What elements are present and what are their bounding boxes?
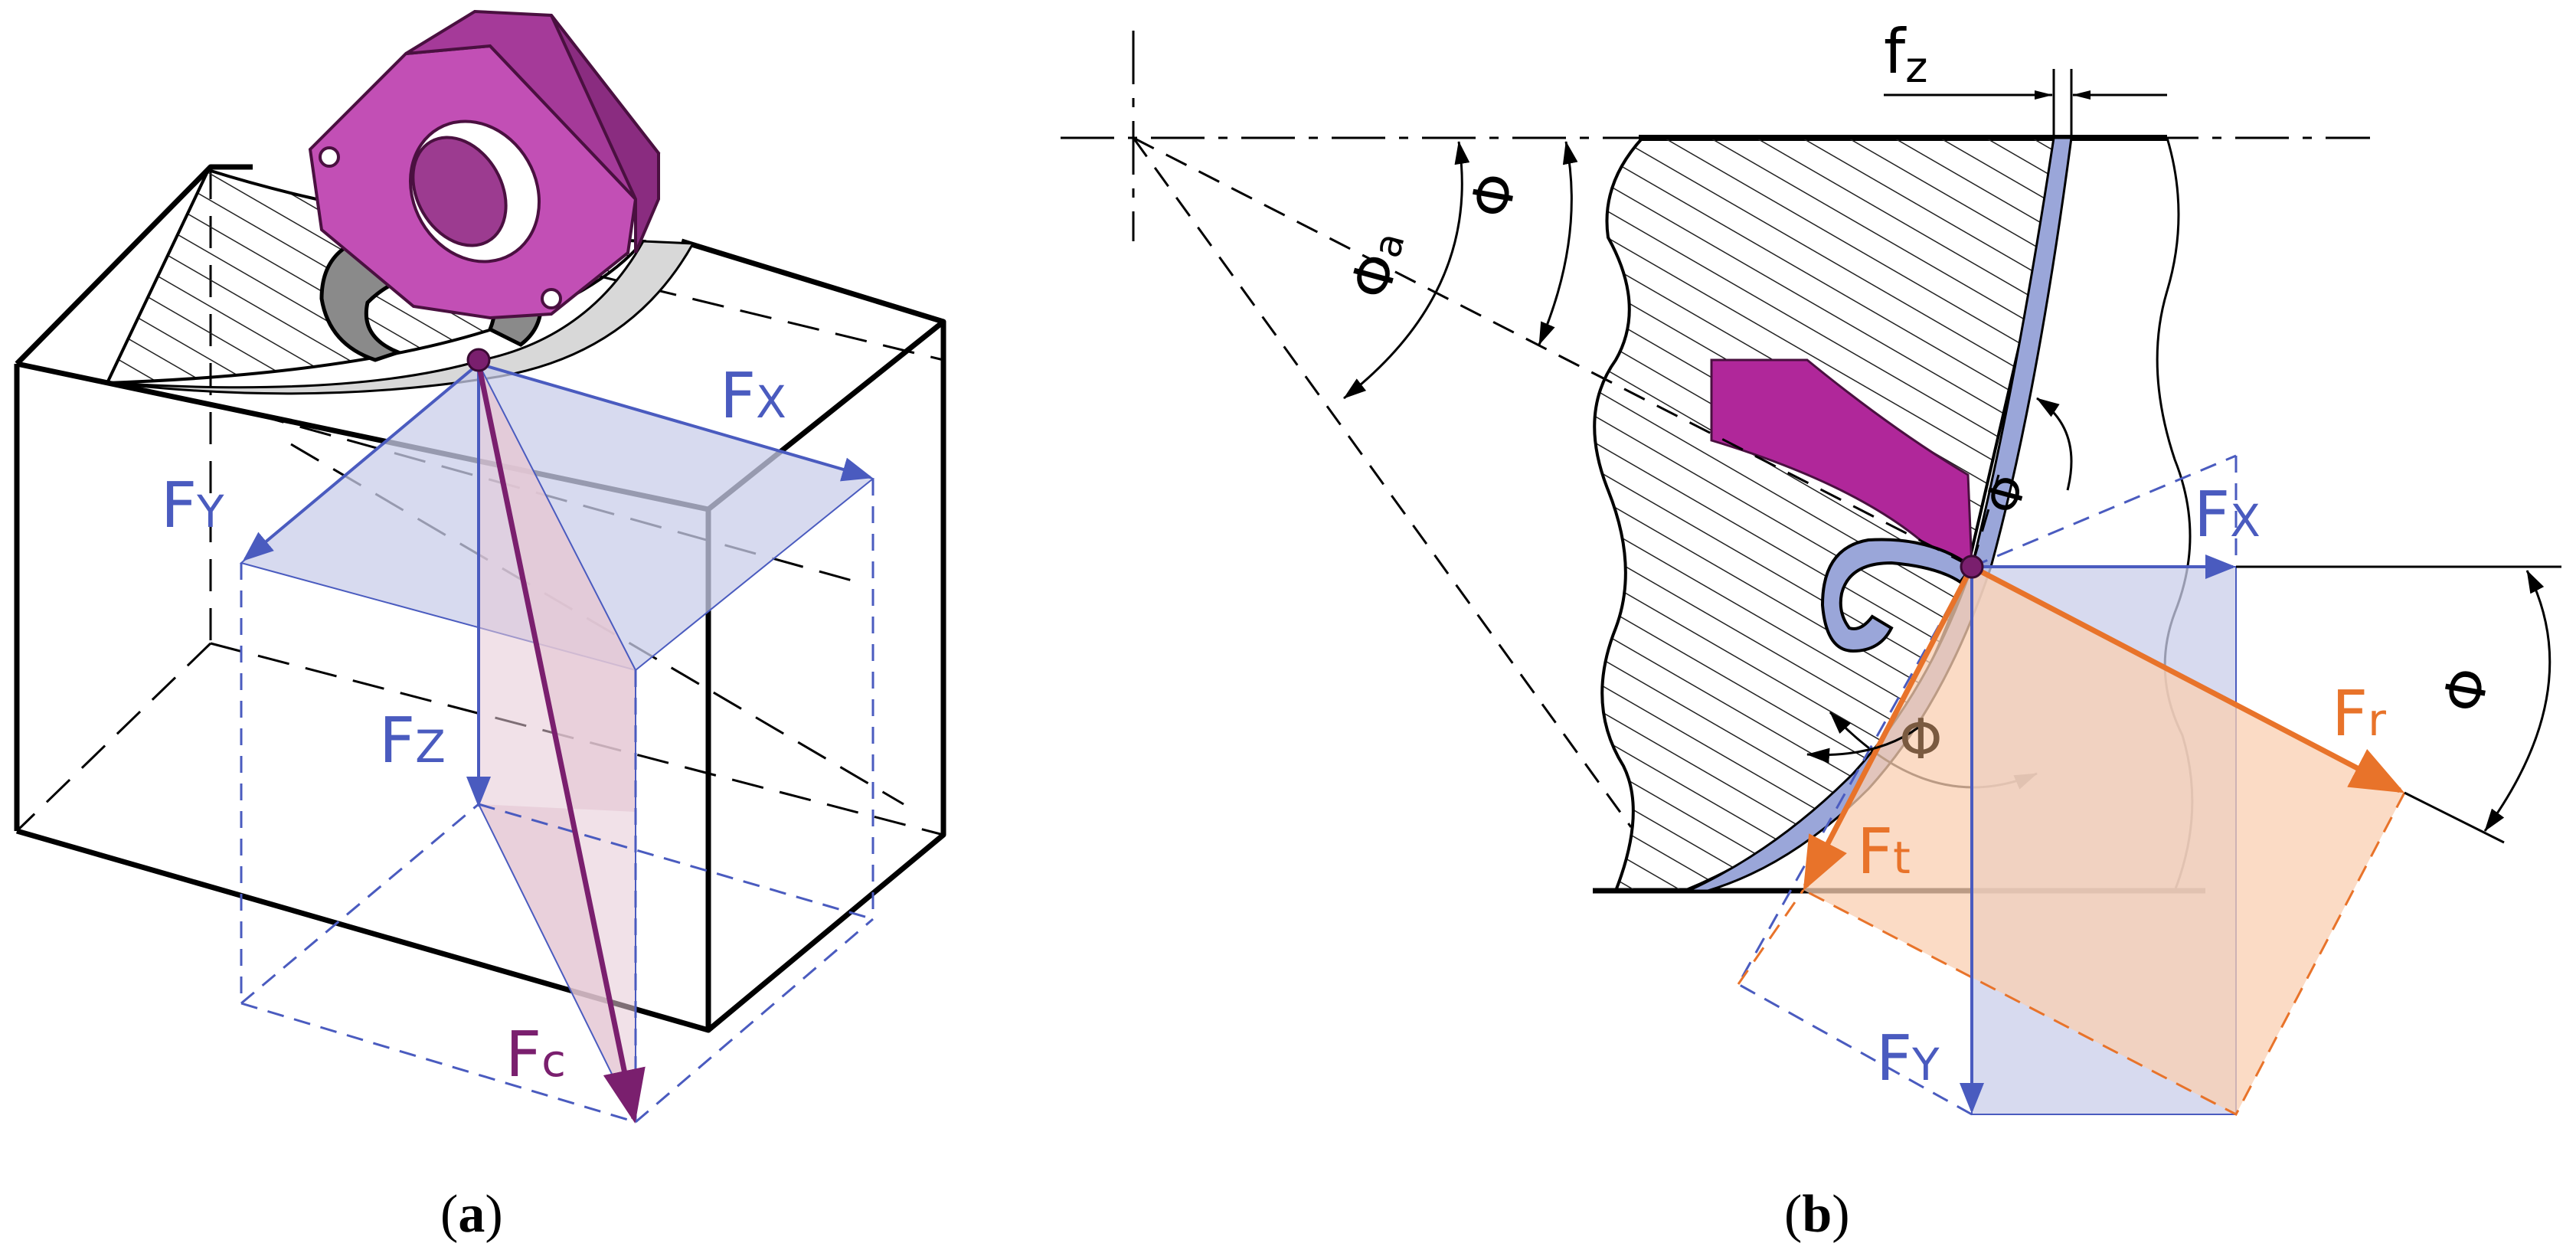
force-fr-arrow — [1970, 564, 2405, 793]
force-fx-arrow — [478, 362, 873, 482]
rt-force-rectangle — [1803, 567, 2404, 1114]
label-fx-b: FX — [2194, 479, 2261, 551]
label-fz-feed: fz — [1884, 16, 1928, 93]
force-ft-arrow — [1803, 565, 1975, 891]
construction-lines — [1132, 136, 2000, 828]
label-fr: Fr — [2332, 678, 2386, 751]
fz-dimension: fz — [1884, 16, 2167, 138]
chip-band — [1688, 136, 2073, 892]
contact-point-b — [1960, 555, 1984, 579]
caption-b: (b) — [1784, 1185, 1850, 1244]
panel-b: fz Φ Φa Φ — [1061, 16, 2561, 1244]
label-fx: FX — [720, 360, 786, 433]
label-phi-force: Φ — [1899, 707, 1943, 771]
angle-phi-force — [1806, 726, 1919, 764]
projection-box — [240, 479, 874, 1124]
rotation-arrow-upper — [2036, 397, 2073, 491]
contact-point — [466, 348, 491, 372]
caption-a: (a) — [440, 1185, 503, 1244]
label-phi-right: Φ — [2431, 663, 2502, 717]
label-phi-top: Φ — [1458, 168, 1529, 222]
label-fc: Fc — [505, 1019, 566, 1091]
force-fy-arrow — [242, 362, 480, 561]
phi-extension-line — [2404, 791, 2505, 844]
panel-a: FX FY FZ Fc (a) — [14, 9, 946, 1244]
label-fz: FZ — [379, 705, 446, 777]
angle-phi-arc — [1343, 141, 1578, 400]
milling-insert-icon — [308, 9, 661, 320]
label-fy: FY — [161, 469, 224, 542]
force-rectangle-dashes — [1736, 454, 2406, 1117]
chip-spiral — [1820, 538, 1974, 653]
force-fc-arrow — [476, 363, 646, 1124]
label-phi-a: Φa — [1338, 224, 1417, 305]
label-fy-b: FY — [1876, 1022, 1940, 1095]
label-ft: Ft — [1857, 816, 1911, 888]
angle-phi-right — [2483, 570, 2551, 832]
